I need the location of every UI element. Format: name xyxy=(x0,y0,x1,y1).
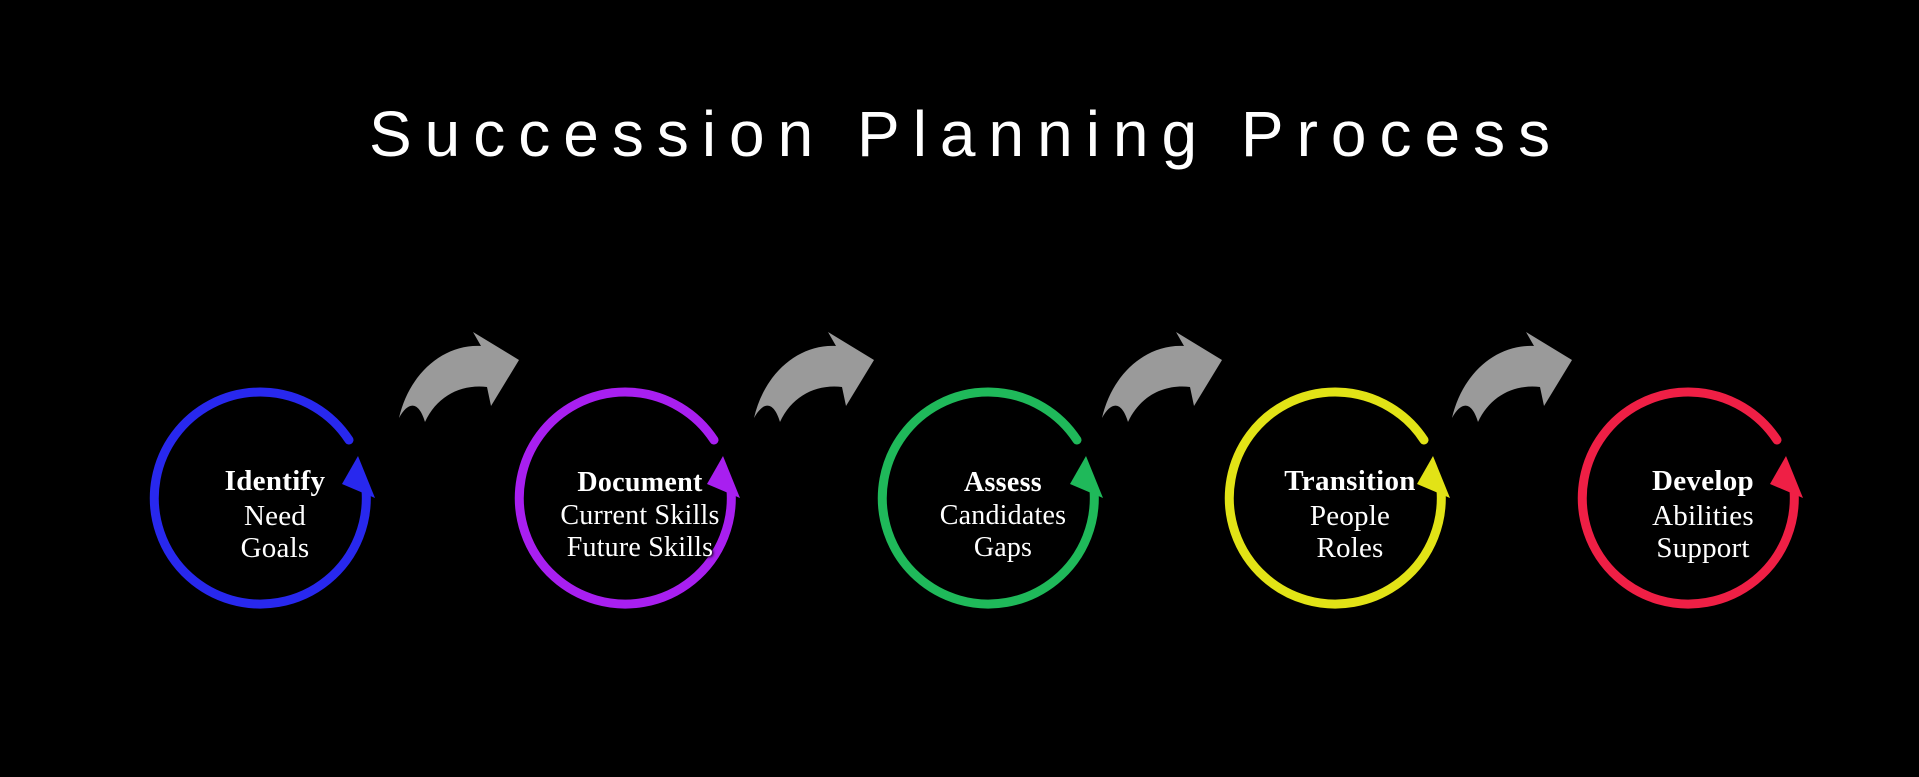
circle-ring-assess xyxy=(877,387,1103,609)
process-step-transition[interactable]: Transition People Roles xyxy=(1219,384,1481,646)
step-heading: Assess xyxy=(963,466,1043,498)
step-line: Roles xyxy=(1316,532,1384,565)
ring-arrowhead xyxy=(1070,456,1103,498)
step-label-assess: Assess Candidates Gaps xyxy=(872,384,1134,646)
circle-ring-identify xyxy=(149,387,375,609)
step-line: People xyxy=(1309,499,1391,532)
circle-ring-transition xyxy=(1224,387,1450,609)
process-step-identify[interactable]: Identify Need Goals xyxy=(144,384,406,646)
step-label-transition: Transition People Roles xyxy=(1219,384,1481,646)
ring-arrowhead xyxy=(1417,456,1450,498)
ring-arc xyxy=(514,387,736,609)
process-step-assess[interactable]: Assess Candidates Gaps xyxy=(872,384,1134,646)
step-line: Goals xyxy=(240,532,310,565)
curved-arrow-right-icon xyxy=(399,332,519,422)
step-line: Gaps xyxy=(973,531,1033,563)
circle-ring-develop xyxy=(1577,387,1803,609)
page-title: Succession Planning Process xyxy=(368,98,1564,170)
ring-arrowhead xyxy=(707,456,740,498)
process-step-develop[interactable]: Develop Abilities Support xyxy=(1572,384,1834,646)
arrow-transition-to-develop xyxy=(1448,330,1588,425)
step-label-document: Document Current Skills Future Skills xyxy=(509,384,771,646)
step-line: Current Skills xyxy=(560,500,720,532)
ring-arrowhead xyxy=(1770,456,1803,498)
arrow-assess-to-transition xyxy=(1098,330,1238,425)
step-line: Candidates xyxy=(939,500,1067,532)
ring-arrowhead xyxy=(342,456,375,498)
curved-arrow-right-icon xyxy=(754,332,874,422)
process-step-document[interactable]: Document Current Skills Future Skills xyxy=(509,384,771,646)
circle-ring-document xyxy=(514,387,740,609)
ring-arc xyxy=(1577,387,1799,609)
step-heading: Develop xyxy=(1652,465,1754,498)
step-line: Need xyxy=(244,499,306,532)
curved-arrow-right-icon xyxy=(1452,332,1572,422)
step-line: Abilities xyxy=(1652,499,1754,532)
step-label-identify: Identify Need Goals xyxy=(144,384,406,646)
step-label-develop: Develop Abilities Support xyxy=(1572,384,1834,646)
step-line: Future Skills xyxy=(566,531,714,563)
arrow-document-to-assess xyxy=(750,330,890,425)
arrow-identify-to-document xyxy=(395,330,535,425)
ring-arc xyxy=(877,387,1099,609)
step-heading: Document xyxy=(577,466,703,498)
ring-arc xyxy=(149,387,371,609)
step-heading: Identify xyxy=(224,465,326,498)
curved-arrow-right-icon xyxy=(1102,332,1222,422)
step-line: Support xyxy=(1656,532,1750,565)
step-heading: Transition xyxy=(1284,465,1416,498)
ring-arc xyxy=(1224,387,1446,609)
